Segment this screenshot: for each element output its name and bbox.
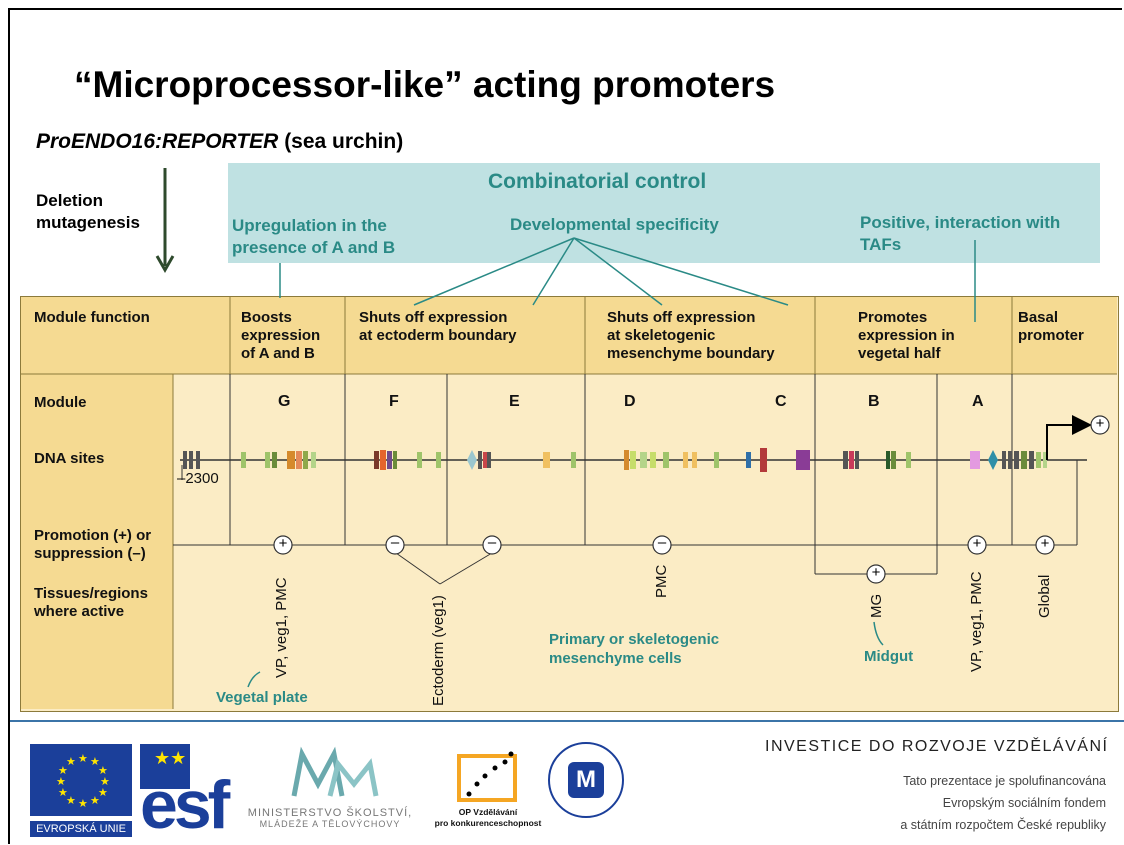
- sign-basal: +: [1040, 535, 1050, 552]
- tissue-g: VP, veg1, PMC: [273, 577, 290, 678]
- developmental-specificity-label: Developmental specificity: [510, 215, 719, 234]
- tissue-global: Global: [1036, 574, 1053, 618]
- msmt-logo: [280, 744, 380, 802]
- specificity-connector-4: [573, 237, 789, 306]
- svg-text:★: ★: [78, 797, 88, 810]
- svg-text:★: ★: [90, 755, 100, 768]
- module-function-header: Module function: [34, 309, 150, 326]
- upregulation-label: Upregulation in the presence of A and B: [232, 216, 396, 257]
- cofinanced-line-2: Evropským sociálním fondem: [942, 796, 1106, 810]
- svg-text:★: ★: [66, 794, 76, 807]
- esf-logo: ★★ esf: [140, 744, 235, 843]
- ministry-label: MINISTERSTVO ŠKOLSTVÍ,MLÁDEŽE A TĚLOVÝCH…: [247, 807, 413, 830]
- eu-label: EVROPSKÁ UNIE: [30, 821, 132, 837]
- row-label-column: [21, 374, 173, 709]
- transcript-plus-circle: [1090, 415, 1110, 435]
- investice-heading: INVESTICE DO ROZVOJE VZDĚLÁVÁNÍ: [765, 738, 1109, 755]
- deletion-mutagenesis-label: Deletion mutagenesis: [36, 191, 140, 232]
- svg-text:★: ★: [78, 752, 88, 765]
- construct-name: ProENDO16:REPORTER: [36, 130, 279, 153]
- module-c: C: [775, 393, 787, 410]
- dna-sites: [183, 448, 1047, 472]
- sign-b: +: [871, 564, 881, 581]
- tissue-pmc: PMC: [653, 564, 670, 598]
- module-function-band: [21, 297, 1117, 374]
- combinatorial-control-box: [228, 163, 1100, 263]
- sign-d: –: [657, 534, 667, 551]
- slide-title: “Microprocessor-like” acting promoters: [74, 64, 776, 105]
- annotation-vegetal-plate: Vegetal plate: [216, 689, 308, 706]
- op-logo: [455, 748, 521, 804]
- module-b: B: [868, 393, 880, 410]
- module-e: E: [509, 393, 520, 410]
- svg-text:★: ★: [66, 755, 76, 768]
- module-f: F: [389, 393, 399, 410]
- tissue-mg: MG: [868, 593, 885, 618]
- specificity-connector-3: [573, 237, 663, 306]
- organism-label: (sea urchin): [284, 130, 404, 153]
- svg-text:★: ★: [90, 794, 100, 807]
- specificity-connector-1: [413, 237, 575, 306]
- specificity-connector-2: [532, 237, 575, 306]
- module-g: G: [278, 393, 291, 410]
- deletion-arrow-head: [155, 255, 175, 274]
- sign-e: –: [487, 534, 497, 551]
- svg-text:★: ★: [98, 786, 108, 799]
- cofinanced-line-3: a státním rozpočtem České republiky: [900, 818, 1106, 832]
- tissue-ectoderm: Ectoderm (veg1): [430, 595, 447, 706]
- row-label-module: Module: [34, 394, 87, 411]
- sign-transcript: +: [1095, 415, 1105, 432]
- cofinanced-line-1: Tato prezentace je spolufinancována: [903, 774, 1106, 788]
- slide-subtitle: ProENDO16:REPORTER (sea urchin): [36, 130, 403, 154]
- row-label-dna-sites: DNA sites: [34, 450, 105, 467]
- tissue-a: VP, veg1, PMC: [968, 571, 985, 672]
- svg-text:★: ★: [56, 775, 66, 788]
- footer-rule: [10, 720, 1124, 722]
- sign-a: +: [972, 535, 982, 552]
- svg-text:★: ★: [58, 764, 68, 777]
- annotation-midgut: Midgut: [864, 648, 914, 665]
- module-a: A: [972, 393, 984, 410]
- slide-frame: [8, 8, 1122, 844]
- svg-text:★: ★: [100, 775, 110, 788]
- module-d: D: [624, 393, 636, 410]
- transcription-arrow: [1046, 415, 1092, 460]
- eu-flag-logo: ★★★★ ★★★★ ★★★★: [30, 744, 132, 816]
- sign-g: +: [278, 535, 288, 552]
- svg-text:★: ★: [98, 764, 108, 777]
- position-2300: –2300: [177, 470, 219, 487]
- positive-tafs-label: Positive, interaction with TAFs: [860, 213, 1061, 254]
- university-seal-logo: M: [548, 742, 624, 818]
- svg-text:★: ★: [58, 786, 68, 799]
- sign-f: –: [390, 534, 400, 551]
- combinatorial-control-title: Combinatorial control: [488, 170, 707, 193]
